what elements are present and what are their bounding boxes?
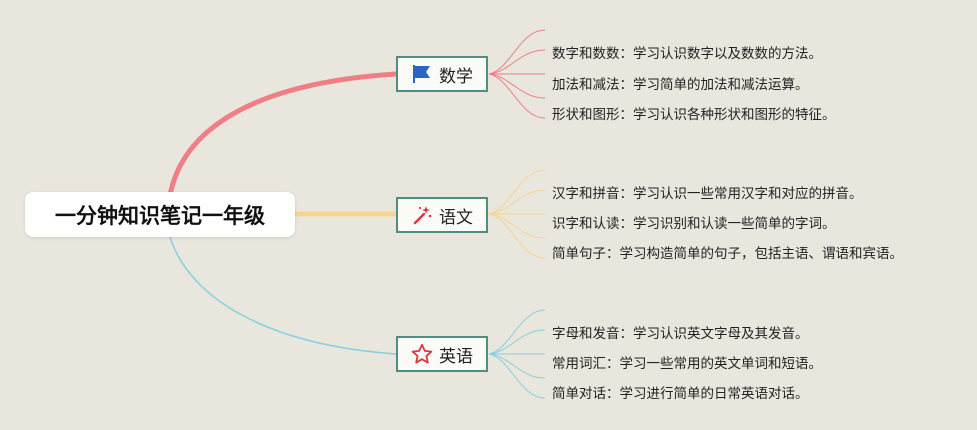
leaf-connector (488, 189, 546, 215)
connector-english (169, 236, 397, 355)
leaf-connector (488, 329, 546, 355)
branch-math-label: 数学 (439, 66, 473, 87)
leaf-item[interactable]: 简单句子：学习构造简单的句子，包括主语、谓语和宾语。 (552, 246, 903, 262)
leaf-item[interactable]: 数字和数数：学习认识数字以及数数的方法。 (552, 46, 822, 62)
flag-icon (411, 63, 433, 85)
leaf-connector (488, 73, 546, 119)
leaf-item[interactable]: 字母和发音：学习认识英文字母及其发音。 (552, 326, 809, 342)
leaf-item[interactable]: 简单对话：学习进行简单的日常英语对话。 (552, 386, 809, 402)
star-icon (411, 343, 433, 365)
leaf-item[interactable]: 加法和减法：学习简单的加法和减法运算。 (552, 77, 809, 93)
connector-math (167, 71, 399, 198)
branch-english-label: 英语 (439, 346, 473, 367)
branch-math[interactable]: 数学 (396, 56, 488, 92)
leaf-item[interactable]: 常用词汇：学习一些常用的英文单词和短语。 (552, 356, 822, 372)
root-title: 一分钟知识笔记一年级 (55, 203, 265, 228)
leaf-connector (488, 213, 546, 239)
leaf-connector (488, 353, 546, 379)
leaf-item[interactable]: 汉字和拼音：学习认识一些常用汉字和对应的拼音。 (552, 186, 863, 202)
leaf-connector (488, 73, 546, 99)
branch-chinese-label: 语文 (439, 207, 473, 228)
leaf-connector (488, 213, 546, 259)
branch-english[interactable]: 英语 (396, 336, 488, 372)
leaf-connector (488, 29, 546, 75)
leaf-connector (488, 309, 546, 355)
leaf-item[interactable]: 形状和图形：学习认识各种形状和图形的特征。 (552, 107, 836, 123)
leaf-item[interactable]: 识字和认读：学习识别和认读一些简单的字词。 (552, 216, 836, 232)
branch-chinese[interactable]: 语文 (396, 197, 488, 233)
root-topic[interactable]: 一分钟知识笔记一年级 (25, 192, 295, 237)
magic-wand-icon (411, 204, 433, 226)
leaf-connector (488, 49, 546, 75)
leaf-connector (488, 169, 546, 215)
leaf-connector (488, 353, 546, 399)
